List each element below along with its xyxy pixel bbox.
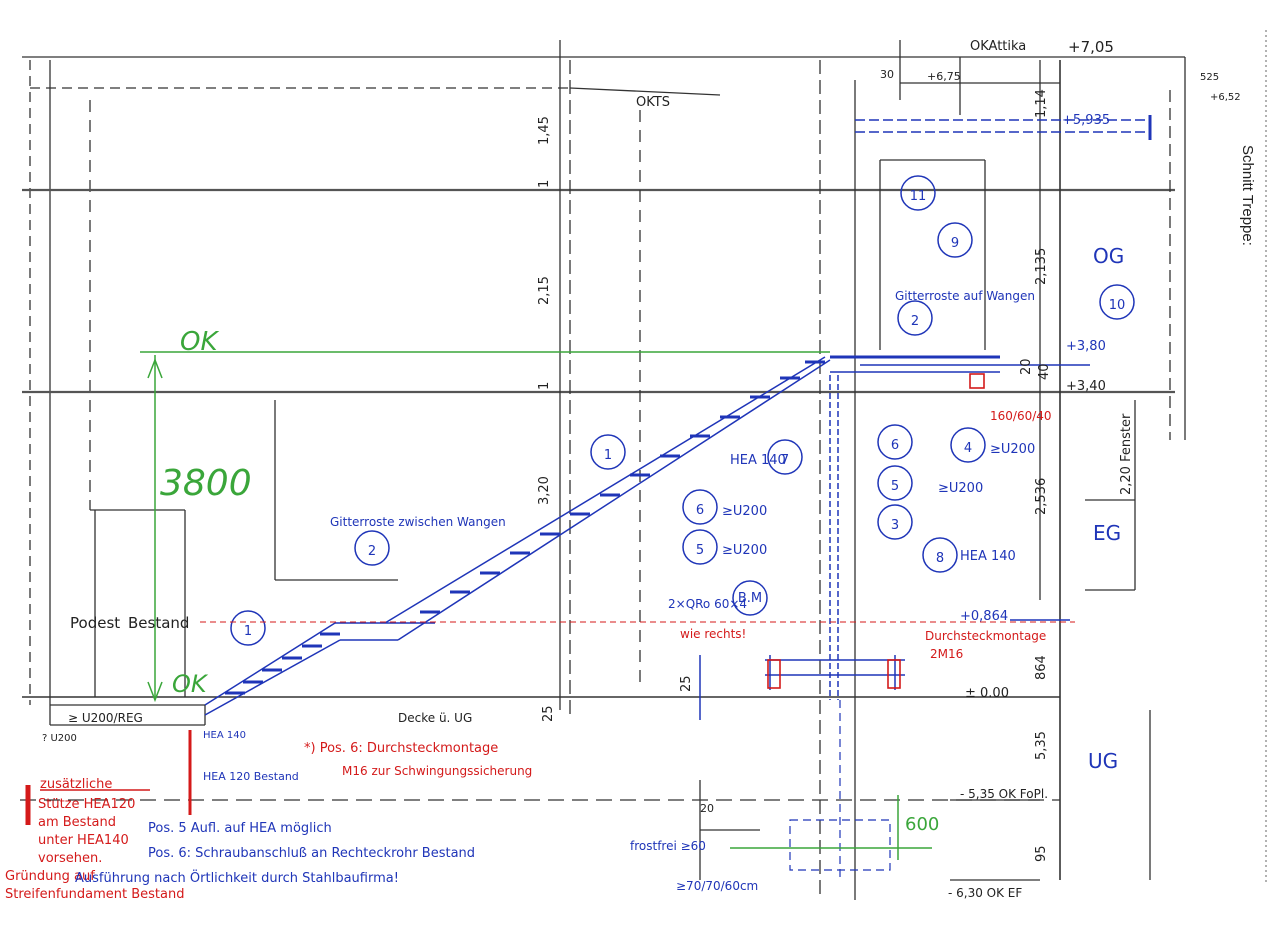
note-zusatz-6: Gründung auf [5, 869, 95, 884]
level-0864: +0,864 [960, 609, 1008, 624]
dim-145: 1,45 [537, 116, 552, 145]
note-zusatz-7: Streifenfundament Bestand [5, 887, 184, 902]
pos-2-top: 2 [911, 314, 919, 329]
level-340: +3,40 [1066, 379, 1106, 394]
dim-25: 25 [541, 705, 556, 722]
m16-bolts: 2M16 [930, 647, 963, 661]
pos-2-mid: 2 [368, 544, 376, 559]
dim-30: 30 [880, 68, 894, 81]
pos-6-mid: 6 [696, 503, 704, 518]
pos-5-mid: 5 [696, 543, 704, 558]
dim-3800: 3800 [160, 463, 252, 504]
u200-pos6: ≥U200 [722, 504, 767, 519]
level-630: - 6,30 OK EF [948, 886, 1022, 900]
dim-864: 864 [1034, 655, 1049, 680]
ausfuehrung-note: Ausführung nach Örtlichkeit durch Stahlb… [75, 869, 399, 886]
ok-top-label: OK [180, 327, 219, 357]
pos5-note: Pos. 5 Aufl. auf HEA möglich [148, 821, 332, 836]
position-markers [230, 175, 1135, 646]
okts: OKTS [636, 95, 670, 110]
hea140-small: HEA 140 [203, 730, 246, 741]
durchsteckmontage: Durchsteckmontage [925, 629, 1046, 643]
note-zusatz-3: am Bestand [38, 815, 116, 830]
pos-9: 9 [951, 236, 959, 251]
u200-label: ? U200 [42, 733, 77, 744]
hea120-bestand: HEA 120 Bestand [203, 770, 299, 783]
pos-4: 4 [964, 441, 972, 456]
pos-8: 8 [936, 551, 944, 566]
hea140-label: HEA 140 [730, 453, 786, 468]
u200-pos5: ≥U200 [722, 543, 767, 558]
u200-pos53: ≥U200 [938, 481, 983, 496]
dim-1b: 1 [537, 382, 552, 390]
gitterroste-zwischen-wangen: Gitterroste zwischen Wangen [330, 515, 506, 529]
dim-600: 600 [905, 814, 939, 835]
okattika-value: +7,05 [1068, 38, 1114, 56]
u200reg-label: ≥ U200/REG [68, 711, 143, 725]
green-dimension [140, 351, 932, 860]
hea140-pos8: HEA 140 [960, 549, 1016, 564]
dim-535: 5,35 [1034, 731, 1049, 760]
pos-1-lower: 1 [244, 624, 252, 639]
pos-11: 11 [910, 189, 927, 204]
bm-label: B.M [738, 591, 762, 606]
pos-7: 7 [781, 453, 789, 468]
dim-20-foundation: 20 [700, 802, 714, 815]
side-title-text: Schnitt Treppe: [1239, 145, 1256, 246]
note-zusatz-1: zusätzliche [40, 777, 112, 792]
rect-tube: 160/60/40 [990, 409, 1052, 423]
dim-40: 40 [1037, 363, 1052, 380]
wie-rechts: wie rechts! [680, 627, 746, 641]
dim-114: 1,14 [1034, 89, 1049, 118]
dim-2135: 2,135 [1034, 248, 1049, 285]
note-zusatz-4: unter HEA140 [38, 833, 129, 848]
pos6-note: *) Pos. 6: Durchsteckmontage [304, 741, 498, 756]
dim-525: 525 [1200, 72, 1219, 83]
pos6-connection-note: Pos. 6: Schraubanschluß an Rechteckrohr … [148, 846, 475, 861]
note-zusatz-2: Stütze HEA120 [38, 797, 135, 812]
qro-label: 2×QRo 60×4 [668, 597, 747, 611]
stair-treads [225, 360, 825, 695]
dim-320: 3,20 [537, 476, 552, 505]
floor-eg: EG [1093, 521, 1121, 545]
window-label: 2,20 Fenster [1119, 413, 1134, 495]
pos-5-right: 5 [891, 479, 899, 494]
podest-label: Podest [70, 614, 120, 632]
level-000: ± 0.00 [965, 686, 1009, 701]
ok-bottom-label: OK [172, 670, 209, 698]
level-5935: +5,935 [1062, 113, 1110, 128]
dim-25b: 25 [679, 675, 694, 692]
dim-2536: 2,536 [1034, 478, 1049, 515]
foundation-size: ≥70/70/60cm [676, 879, 758, 893]
dim-1a: 1 [537, 180, 552, 188]
red-details [25, 373, 985, 825]
level-675: +6,75 [927, 70, 961, 83]
decke-label: Decke ü. UG [398, 711, 472, 725]
level-652: +6,52 [1210, 92, 1241, 103]
bestand-label: Bestand [128, 614, 189, 632]
gitterroste-auf-wangen: Gitterroste auf Wangen [895, 289, 1035, 303]
pos-10: 10 [1109, 298, 1126, 313]
pos-3: 3 [891, 518, 899, 533]
u200-pos4: ≥U200 [990, 442, 1035, 457]
dim-20: 20 [1019, 358, 1034, 375]
okattika: OKAttika [970, 39, 1026, 54]
level-380: +3,80 [1066, 339, 1106, 354]
floor-ug: UG [1088, 749, 1118, 773]
existing-structure [20, 40, 1186, 900]
note-zusatz-5: vorsehen. [38, 851, 102, 866]
side-title: Schnitt Treppe: [1236, 145, 1256, 305]
foundation [789, 700, 891, 880]
pos-6-right: 6 [891, 438, 899, 453]
floor-og: OG [1093, 244, 1124, 268]
dim-215: 2,15 [537, 276, 552, 305]
pos-1-upper: 1 [604, 448, 612, 463]
dim-95: 95 [1034, 845, 1049, 862]
position-numbers: 11 9 2 10 1 7 6 4 5 3 6 5 2 8 1 B.M [244, 189, 1125, 639]
level-535: - 5,35 OK FoPl. [960, 787, 1048, 801]
pos6-note-2: M16 zur Schwingungssicherung [342, 764, 532, 778]
frostfrei: frostfrei ≥60 [630, 839, 706, 853]
